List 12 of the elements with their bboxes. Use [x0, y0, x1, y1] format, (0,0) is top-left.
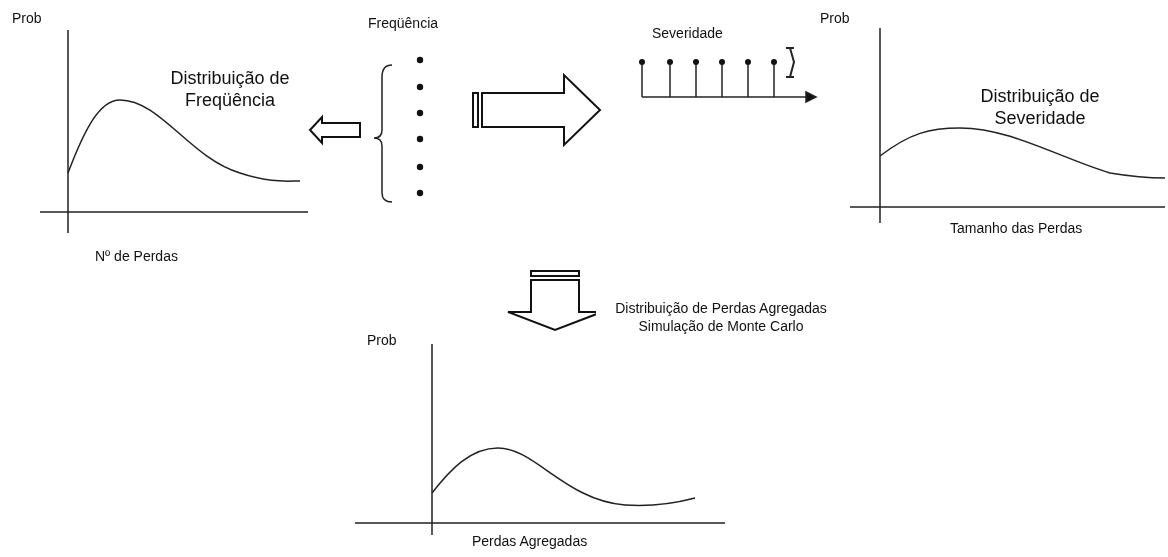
- chart-title: Distribuição de Freqüência: [169, 68, 291, 112]
- block-arrow: [308, 114, 361, 146]
- axis-label: Prob: [12, 10, 42, 27]
- axis-label: Tamanho das Perdas: [950, 220, 1083, 237]
- axis-label: Prob: [367, 332, 397, 349]
- chart-title: Distribuição de Severidade: [979, 86, 1101, 130]
- axis-label: Prob: [820, 10, 850, 27]
- block-arrow: [472, 72, 602, 148]
- group-label: Freqüência: [368, 15, 439, 32]
- axis-label: Nº de Perdas: [95, 248, 178, 265]
- axis-label: Severidade: [652, 25, 723, 42]
- axis-label: Perdas Agregadas: [472, 533, 588, 550]
